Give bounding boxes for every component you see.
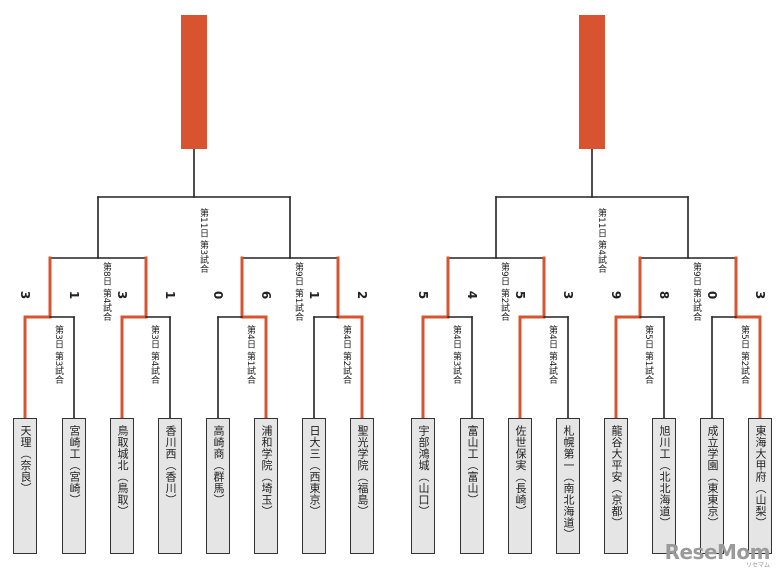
resemom-logo: ReseMom	[664, 540, 771, 564]
team-box: 佐世保実（長崎）	[508, 418, 532, 554]
team-name: 日大三（西東京）	[308, 425, 321, 517]
team-box: 高崎商（群馬）	[206, 418, 230, 554]
team-box: 浦和学院（埼玉）	[254, 418, 278, 554]
right_bracket-final-block	[579, 15, 605, 149]
team-box: 聖光学院（福島）	[350, 418, 374, 554]
right_bracket-score-3-a: 0	[705, 290, 719, 300]
left_bracket-first-label-1: 第3日 第4試合	[149, 325, 159, 385]
left_bracket-score-0-b: 1	[67, 290, 81, 300]
right_bracket-score-2-a: 9	[609, 290, 623, 300]
left_bracket-semi-label-0: 第8日 第4試合	[101, 262, 111, 322]
team-box: 宮崎工（宮崎）	[62, 418, 86, 554]
team-box: 宇部鴻城（山口）	[411, 418, 435, 554]
left_bracket-score-2-b: 6	[259, 290, 273, 300]
team-name: 宮崎工（宮崎）	[68, 425, 81, 506]
right_bracket-score-1-b: 3	[561, 290, 575, 300]
left_bracket-score-3-b: 2	[355, 290, 369, 300]
left_bracket-score-3-a: 1	[307, 290, 321, 300]
team-name: 天理（奈良）	[19, 425, 32, 494]
team-box: 東海大甲府（山梨）	[748, 418, 772, 554]
team-box: 龍谷大平安（京都）	[604, 418, 628, 554]
team-name: 札幌第一（南北海道）	[562, 425, 575, 540]
team-name: 高崎商（群馬）	[212, 425, 225, 506]
team-name: 成立学園（東東京）	[706, 425, 719, 529]
right_bracket-score-0-a: 5	[416, 290, 430, 300]
team-name: 富山工（富山）	[466, 425, 479, 506]
right_bracket-semi-label-1: 第9日 第3試合	[691, 262, 701, 322]
right_bracket-final-label: 第11日 第4試合	[596, 208, 606, 274]
left_bracket-score-1-b: 1	[163, 290, 177, 300]
team-name: 鳥取城北（鳥取）	[116, 425, 129, 517]
right_bracket-first-label-2: 第5日 第1試合	[643, 325, 653, 385]
team-box: 天理（奈良）	[13, 418, 37, 554]
right_bracket-score-3-b: 3	[753, 290, 767, 300]
team-name: 宇部鴻城（山口）	[417, 425, 430, 517]
resemom-logo-sub: リセマム	[745, 562, 770, 569]
right_bracket-first-label-0: 第4日 第3試合	[451, 325, 461, 385]
team-name: 佐世保実（長崎）	[514, 425, 527, 517]
team-box: 成立学園（東東京）	[700, 418, 724, 554]
team-name: 聖光学院（福島）	[356, 425, 369, 517]
left_bracket-first-label-2: 第4日 第1試合	[245, 325, 255, 385]
right_bracket-semi-label-0: 第9日 第2試合	[499, 262, 509, 322]
team-box: 鳥取城北（鳥取）	[110, 418, 134, 554]
left_bracket-score-2-a: 0	[211, 290, 225, 300]
left_bracket-semi-label-1: 第9日 第1試合	[293, 262, 303, 322]
left_bracket-score-1-a: 3	[115, 290, 129, 300]
team-name: 旭川工（北北海道）	[658, 425, 671, 529]
team-box: 香川西（香川）	[158, 418, 182, 554]
team-name: 浦和学院（埼玉）	[260, 425, 273, 517]
team-name: 東海大甲府（山梨）	[754, 425, 767, 529]
team-box: 旭川工（北北海道）	[652, 418, 676, 554]
right_bracket-score-1-a: 5	[513, 290, 527, 300]
left_bracket-first-label-3: 第4日 第2試合	[341, 325, 351, 385]
left_bracket-final-label: 第11日 第3試合	[198, 208, 208, 274]
right_bracket-first-label-3: 第5日 第2試合	[739, 325, 749, 385]
left_bracket-score-0-a: 3	[18, 290, 32, 300]
team-box: 日大三（西東京）	[302, 418, 326, 554]
left_bracket-final-block	[181, 15, 207, 149]
team-box: 富山工（富山）	[460, 418, 484, 554]
team-name: 香川西（香川）	[164, 425, 177, 506]
left_bracket-first-label-0: 第3日 第3試合	[53, 325, 63, 385]
right_bracket-score-0-b: 4	[465, 290, 479, 300]
right_bracket-first-label-1: 第4日 第4試合	[547, 325, 557, 385]
team-name: 龍谷大平安（京都）	[610, 425, 623, 529]
team-box: 札幌第一（南北海道）	[556, 418, 580, 554]
right_bracket-score-2-b: 8	[657, 290, 671, 300]
